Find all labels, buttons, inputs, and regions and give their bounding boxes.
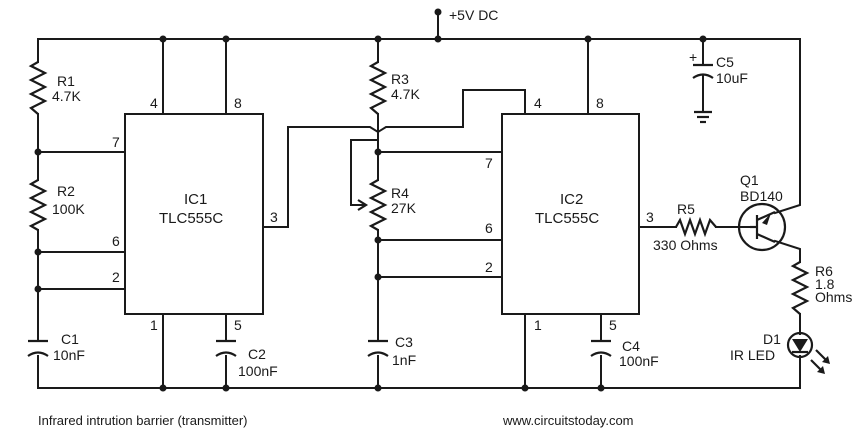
r6-resistor-symbol (790, 261, 810, 315)
ic1-name-label: IC1 (184, 191, 207, 208)
r4-potentiometer-symbol (368, 179, 388, 231)
diagram-title-caption: Infrared intrution barrier (transmitter) (38, 413, 248, 428)
c4-ref-label: C4 (622, 338, 640, 354)
ic1-pin7-label: 7 (112, 134, 120, 150)
ic1-pin3-label: 3 (270, 209, 278, 225)
r6-value-label: 1.8 (815, 276, 835, 292)
r5-resistor-symbol (675, 216, 717, 238)
c1-ref-label: C1 (61, 331, 79, 347)
ic1-pin4-label: 4 (150, 95, 158, 111)
r4-value-label: 27K (391, 200, 417, 216)
d1-ref-label: D1 (763, 331, 781, 347)
r2-ref-label: R2 (57, 183, 75, 199)
supply-label: +5V DC (449, 7, 498, 23)
q1-value-label: BD140 (740, 188, 783, 204)
ic1-pin1-label: 1 (150, 317, 158, 333)
r2-value-label: 100K (52, 201, 85, 217)
d1-led-symbol (786, 331, 830, 374)
r1-resistor-symbol (28, 61, 48, 115)
ic2-pin5-label: 5 (609, 317, 617, 333)
ic2-part-label: TLC555C (535, 210, 599, 227)
c1-capacitor-symbol (27, 339, 49, 357)
website-caption: www.circuitstoday.com (502, 413, 634, 428)
c4-capacitor-symbol (590, 339, 612, 357)
c4-value-label: 100nF (619, 353, 659, 369)
ic2-pin7-label: 7 (485, 155, 493, 171)
r3-resistor-symbol (368, 61, 388, 115)
r5-ref-label: R5 (677, 201, 695, 217)
ground-icon (694, 110, 712, 124)
c2-ref-label: C2 (248, 346, 266, 362)
ic2-pin2-label: 2 (485, 259, 493, 275)
ic2-chip-body (501, 113, 640, 315)
q1-transistor-symbol (737, 202, 787, 252)
r4-ref-label: R4 (391, 185, 409, 201)
ic2-pin4-label: 4 (534, 95, 542, 111)
d1-value-label: IR LED (730, 347, 775, 363)
ic2-name-label: IC2 (560, 191, 583, 208)
c3-ref-label: C3 (395, 334, 413, 350)
ic2-pin3-label: 3 (646, 209, 654, 225)
ic1-pin6-label: 6 (112, 233, 120, 249)
c3-capacitor-symbol (367, 339, 389, 357)
r4-wiper-arrow (357, 199, 369, 211)
q1-ref-label: Q1 (740, 172, 759, 188)
ic2-pin8-label: 8 (596, 95, 604, 111)
r3-value-label: 4.7K (391, 86, 420, 102)
ic2-pin1-label: 1 (534, 317, 542, 333)
ic1-pin2-label: 2 (112, 269, 120, 285)
ic1-pin8-label: 8 (234, 95, 242, 111)
ic2-pin6-label: 6 (485, 220, 493, 236)
c3-value-label: 1nF (392, 352, 416, 368)
c5-ref-label: C5 (716, 54, 734, 70)
c1-value-label: 10nF (53, 347, 85, 363)
junction-dots (34, 8, 707, 392)
r2-resistor-symbol (28, 179, 48, 231)
r6-unit-label: Ohms (815, 289, 852, 305)
c5-value-label: 10uF (716, 70, 748, 86)
r6-ref-label: R6 (815, 263, 833, 279)
c2-value-label: 100nF (238, 363, 278, 379)
r3-ref-label: R3 (391, 71, 409, 87)
c2-capacitor-symbol (215, 339, 237, 357)
c5-polarity-label: + (689, 49, 697, 65)
ic1-pin5-label: 5 (234, 317, 242, 333)
r1-ref-label: R1 (57, 73, 75, 89)
c5-capacitor-symbol (692, 63, 714, 79)
r5-value-label: 330 Ohms (653, 237, 718, 253)
ic1-chip-body (124, 113, 264, 315)
r1-value-label: 4.7K (52, 88, 81, 104)
ic1-part-label: TLC555C (159, 210, 223, 227)
